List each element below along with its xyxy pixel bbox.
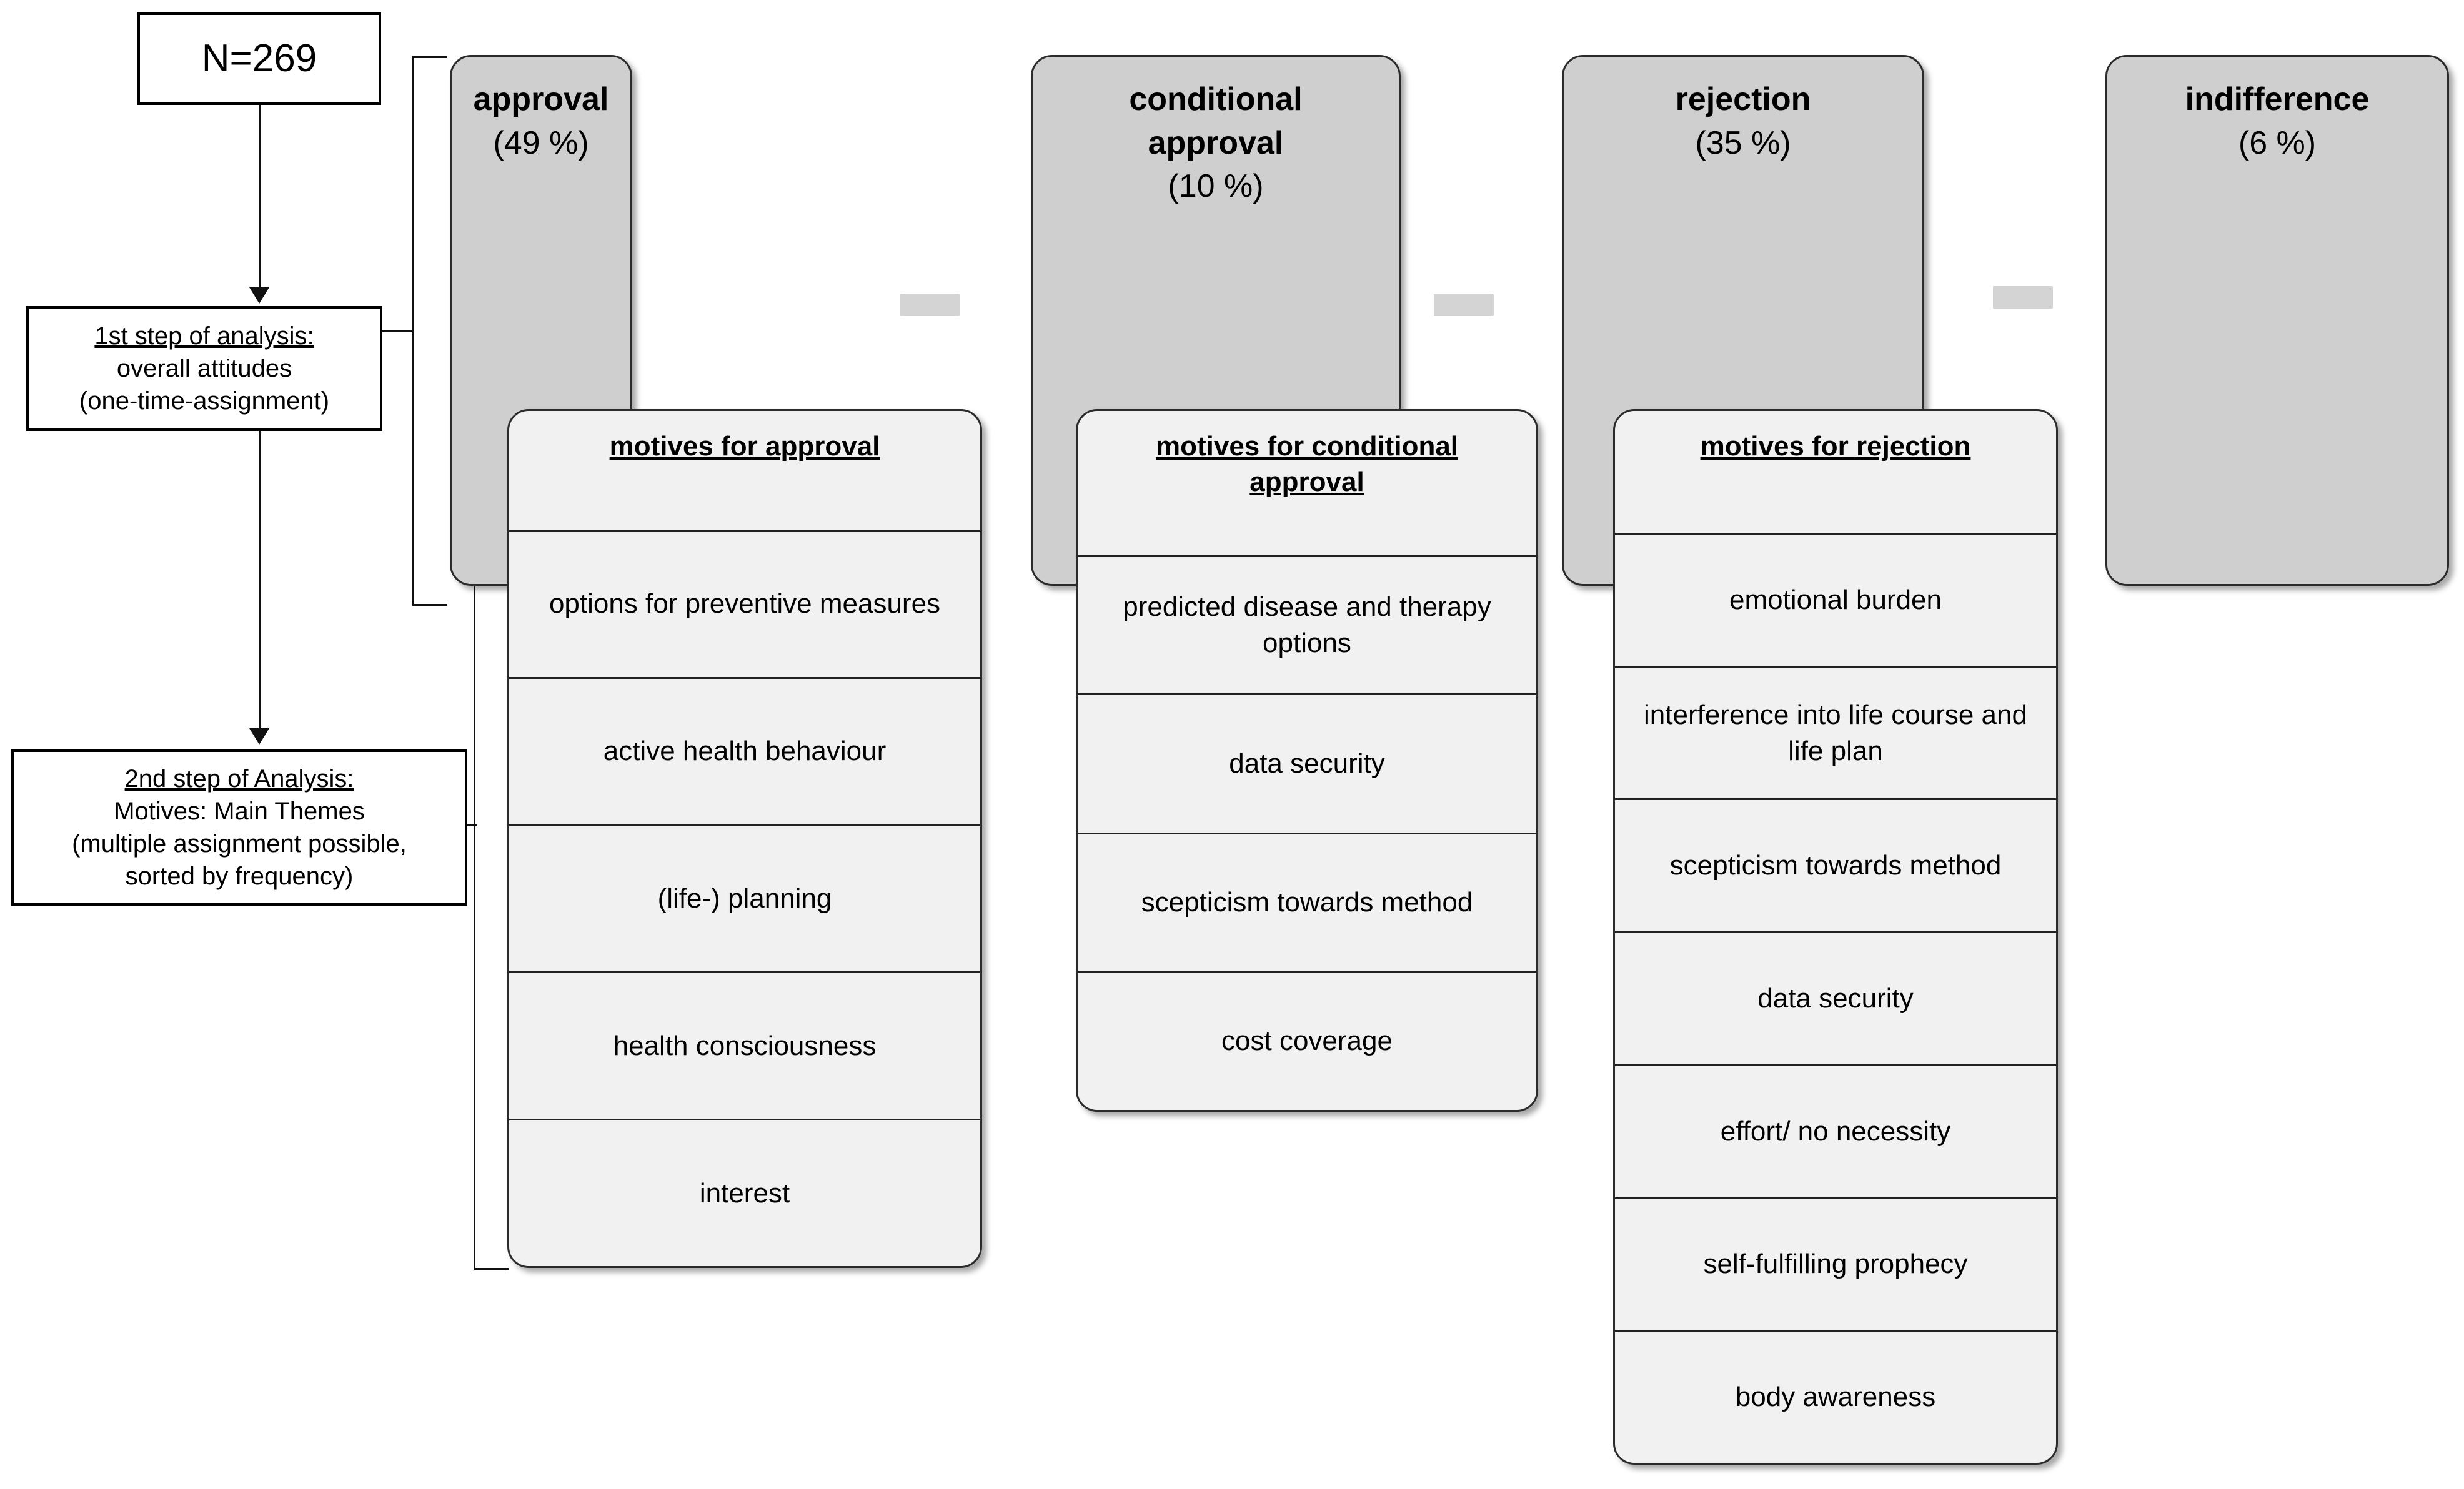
motive-card-conditional-approval[interactable]: motives for conditional approval predict…	[1076, 409, 1538, 1112]
category-card-indifference[interactable]: indifference (6 %)	[2105, 55, 2449, 586]
arrow-sample-to-step1-head	[249, 287, 269, 304]
motive-row-list: options for preventive measures active h…	[509, 530, 980, 1266]
category-percent: (49 %)	[493, 124, 589, 161]
step2-line2: Motives: Main Themes	[114, 798, 365, 825]
dash-connector-3	[1993, 286, 2053, 309]
motive-item[interactable]: (life-) planning	[509, 824, 980, 972]
step2-line4: sorted by frequency)	[125, 863, 354, 890]
motive-heading-line1: motives for approval	[609, 431, 880, 462]
motive-heading-line1: motives for conditional	[1155, 431, 1459, 462]
motive-item[interactable]: emotional burden	[1615, 533, 2056, 666]
sample-size-box: N=269	[137, 12, 381, 105]
dash-connector-2	[1434, 294, 1494, 316]
motive-row-list: emotional burden interference into life …	[1615, 533, 2056, 1463]
motive-heading: motives for approval	[509, 411, 980, 530]
arrow-step1-to-step2-head	[249, 728, 269, 745]
bracket-step1-to-categories	[412, 56, 447, 606]
category-title-line2: approval	[1148, 124, 1284, 161]
motive-item[interactable]: options for preventive measures	[509, 530, 980, 677]
motive-item[interactable]: data security	[1078, 693, 1536, 832]
motive-item[interactable]: data security	[1615, 931, 2056, 1064]
motive-item[interactable]: health consciousness	[509, 971, 980, 1119]
arrow-sample-to-step1-line	[259, 105, 261, 290]
motive-item[interactable]: predicted disease and therapy options	[1078, 555, 1536, 693]
motive-card-approval[interactable]: motives for approval options for prevent…	[507, 409, 982, 1268]
motive-item[interactable]: self-fulfilling prophecy	[1615, 1197, 2056, 1330]
motive-item[interactable]: effort/ no necessity	[1615, 1064, 2056, 1197]
category-percent: (10 %)	[1168, 168, 1264, 205]
step1-box: 1st step of analysis: overall attitudes …	[26, 306, 382, 431]
category-percent: (6 %)	[2238, 124, 2317, 161]
motive-row-list: predicted disease and therapy options da…	[1078, 555, 1536, 1110]
motive-item[interactable]: interest	[509, 1119, 980, 1266]
step2-line3: (multiple assignment possible,	[72, 830, 407, 858]
motive-heading: motives for conditional approval	[1078, 411, 1536, 555]
step2-heading: 2nd step of Analysis:	[124, 765, 354, 793]
arrow-step1-to-step2-line	[259, 431, 261, 731]
motive-item[interactable]: cost coverage	[1078, 971, 1536, 1110]
step1-line2: overall attitudes	[116, 355, 292, 382]
motive-item[interactable]: scepticism towards method	[1078, 832, 1536, 971]
motive-heading-line2: approval	[1249, 467, 1364, 498]
category-title: conditional	[1129, 81, 1303, 117]
bracket-step2-stub	[467, 824, 477, 826]
category-percent: (35 %)	[1695, 124, 1791, 161]
motive-heading-line1: motives for rejection	[1700, 431, 1971, 462]
category-title: indifference	[2185, 81, 2370, 117]
category-title: rejection	[1675, 81, 1811, 117]
motive-card-rejection[interactable]: motives for rejection emotional burden i…	[1613, 409, 2058, 1465]
category-title: approval	[473, 81, 609, 117]
step1-heading: 1st step of analysis:	[94, 322, 314, 350]
bracket-step1-stub	[382, 330, 414, 332]
step1-line3: (one-time-assignment)	[79, 387, 330, 415]
motive-item[interactable]: active health behaviour	[509, 676, 980, 824]
motive-item[interactable]: scepticism towards method	[1615, 798, 2056, 931]
step2-box: 2nd step of Analysis: Motives: Main Them…	[11, 749, 467, 906]
sample-size-label: N=269	[201, 36, 317, 80]
motive-item[interactable]: interference into life course and life p…	[1615, 665, 2056, 799]
motive-heading: motives for rejection	[1615, 411, 2056, 533]
dash-connector-1	[900, 294, 960, 316]
motive-item[interactable]: body awareness	[1615, 1330, 2056, 1463]
